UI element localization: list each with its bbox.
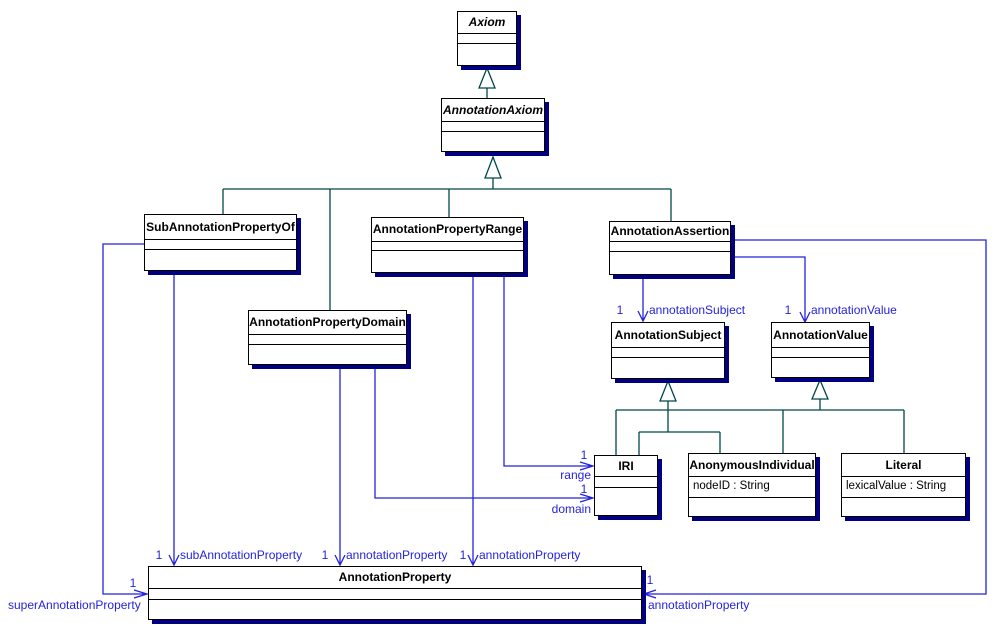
role-range: range: [560, 468, 591, 482]
class-title-sub-annotation-property-of: SubAnnotationPropertyOf: [146, 220, 295, 234]
class-anonymous-individual: AnonymousIndividual nodeID : String: [688, 453, 816, 517]
role-annotationvalue: annotationValue: [811, 303, 897, 317]
class-title-literal: Literal: [885, 458, 922, 472]
multiplicity-annotationproperty-from-assertion: 1: [646, 573, 654, 587]
association-annotationsubject: [637, 275, 649, 323]
class-title-annotation-property: AnnotationProperty: [338, 570, 452, 584]
class-ops-literal: [842, 498, 965, 516]
generalization-triangle-annotationsubject: [659, 379, 677, 402]
role-annotationsubject: annotationSubject: [649, 303, 746, 317]
association-subannotationproperty: [168, 271, 180, 567]
class-attrs-annotation-property-range: [372, 241, 523, 251]
class-literal: Literal lexicalValue : String: [841, 453, 966, 517]
role-superannotationproperty: superAnnotationProperty: [8, 598, 141, 612]
class-title-annotation-axiom: AnnotationAxiom: [443, 103, 543, 117]
class-ops-annotation-subject: [612, 358, 724, 378]
generalization-rail-annotationaxiom: [222, 178, 672, 310]
class-attribute-nodeid: nodeID : String: [689, 476, 815, 498]
class-attribute-lexicalvalue: lexicalValue : String: [842, 476, 965, 498]
class-annotation-assertion: AnnotationAssertion: [609, 221, 731, 275]
generalization-lines: [222, 66, 905, 455]
association-superannotationproperty: [102, 243, 150, 599]
role-annotationproperty-from-range: annotationProperty: [479, 548, 581, 562]
class-attrs-annotation-assertion: [610, 241, 730, 252]
class-title-annotation-value: AnnotationValue: [773, 328, 868, 342]
class-attrs-iri: [595, 476, 657, 488]
association-lines: [102, 239, 987, 599]
class-axiom: Axiom: [457, 11, 517, 66]
class-ops-annotation-property-domain: [249, 345, 406, 364]
class-ops-annotation-property: [149, 600, 641, 619]
class-title-iri: IRI: [618, 459, 634, 473]
class-annotation-value: AnnotationValue: [771, 322, 870, 378]
class-title-annotation-property-range: AnnotationPropertyRange: [372, 222, 523, 236]
class-ops-annotation-assertion: [610, 252, 730, 274]
class-title-annotation-property-domain: AnnotationPropertyDomain: [249, 315, 406, 329]
class-title-annotation-assertion: AnnotationAssertion: [610, 224, 730, 238]
multiplicity-annotationproperty-from-domain: 1: [321, 548, 329, 562]
class-attrs-annotation-value: [772, 347, 869, 358]
class-attrs-annotation-axiom: [442, 121, 544, 132]
association-annotationproperty-from-domain: [334, 365, 346, 567]
class-annotation-property-range: AnnotationPropertyRange: [371, 217, 524, 273]
class-annotation-subject: AnnotationSubject: [611, 322, 725, 379]
generalization-triangle-axiom: [478, 66, 496, 89]
multiplicity-annotationproperty-from-range: 1: [459, 548, 467, 562]
role-domain: domain: [551, 502, 591, 516]
class-annotation-property: AnnotationProperty: [148, 566, 642, 620]
class-title-annotation-subject: AnnotationSubject: [614, 328, 722, 342]
role-annotationproperty-from-domain: annotationProperty: [346, 548, 448, 562]
class-attrs-annotation-property-domain: [249, 334, 406, 345]
role-annotationproperty-from-assertion: annotationProperty: [648, 598, 750, 612]
multiplicity-annotationsubject: 1: [616, 303, 624, 317]
class-attrs-axiom: [458, 33, 516, 44]
role-subannotationproperty: subAnnotationProperty: [180, 548, 303, 562]
class-title-anonymous-individual: AnonymousIndividual: [689, 458, 815, 472]
class-attrs-annotation-property: [149, 588, 641, 600]
multiplicity-domain: 1: [580, 482, 588, 496]
class-annotation-property-domain: AnnotationPropertyDomain: [248, 310, 407, 365]
class-annotation-axiom: AnnotationAxiom: [441, 98, 545, 152]
generalization-triangle-annotationaxiom: [484, 155, 502, 179]
association-range: [503, 273, 596, 471]
class-ops-axiom: [458, 44, 516, 65]
class-ops-iri: [595, 488, 657, 515]
generalization-rail-annotationsubject: [638, 401, 721, 455]
class-ops-annotation-property-range: [372, 251, 523, 272]
class-ops-annotation-value: [772, 358, 869, 377]
class-iri: IRI: [594, 455, 658, 516]
class-sub-annotation-property-of: SubAnnotationPropertyOf: [144, 214, 297, 271]
class-attrs-annotation-subject: [612, 347, 724, 358]
class-ops-annotation-axiom: [442, 132, 544, 151]
generalization-rail-annotationvalue: [615, 399, 905, 455]
class-ops-sub-annotation-property-of: [145, 250, 296, 270]
multiplicity-annotationvalue: 1: [784, 303, 792, 317]
association-annotationproperty-from-assertion: [641, 239, 987, 599]
association-annotationproperty-from-range: [467, 273, 479, 567]
generalization-triangle-annotationvalue: [811, 378, 829, 400]
class-title-axiom: Axiom: [468, 15, 506, 29]
multiplicity-subannotationproperty: 1: [155, 548, 163, 562]
association-domain: [374, 365, 596, 503]
class-attrs-sub-annotation-property-of: [145, 239, 296, 250]
class-ops-anonymous-individual: [689, 498, 815, 516]
multiplicity-range: 1: [580, 448, 588, 462]
multiplicity-superannotationproperty: 1: [129, 576, 137, 590]
